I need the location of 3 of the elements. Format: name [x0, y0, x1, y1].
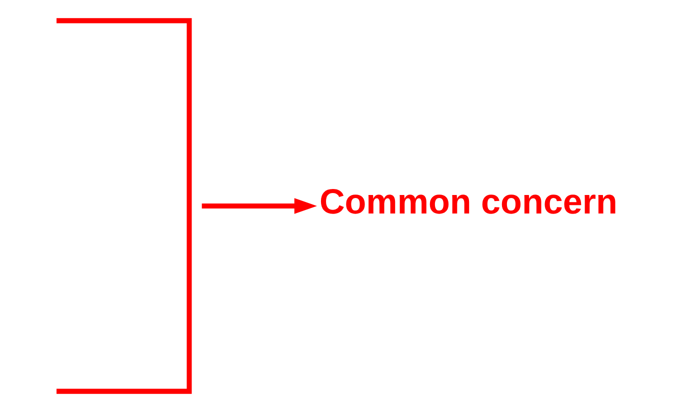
node-text: Common concern [318, 182, 617, 222]
arrow [201, 198, 316, 214]
node-bracket [56, 18, 192, 394]
